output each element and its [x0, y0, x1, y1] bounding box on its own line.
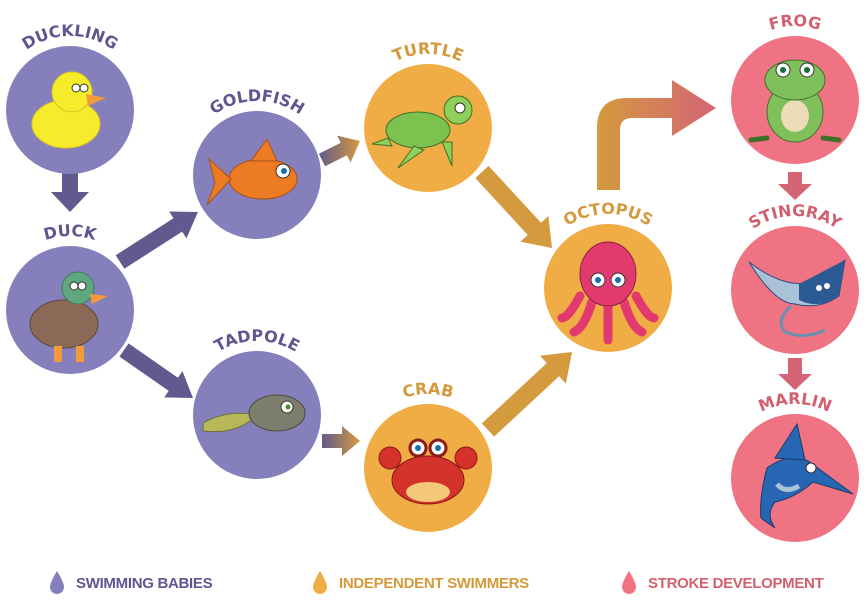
crab-icon [378, 438, 478, 505]
octopus-icon [557, 241, 659, 345]
node-stingray: STINGRAY [731, 201, 859, 354]
node-label: MARLIN [756, 389, 835, 416]
arrow-duck-to-goldfish [115, 211, 198, 269]
arrow-goldfish-to-turtle [318, 135, 360, 167]
duckling-icon [31, 71, 106, 149]
arrow-octopus-to-frog [597, 80, 716, 190]
frog-icon [748, 59, 842, 143]
node-label: FROG [767, 11, 824, 34]
arrow-duckling-to-duck [51, 172, 89, 212]
node-label: CRAB [400, 379, 455, 402]
node-marlin: MARLIN [731, 389, 859, 542]
node-duckling: DUCKLING [6, 21, 134, 174]
legend-item-stroke-development: STROKE DEVELOPMENT [620, 568, 824, 598]
node-octopus: OCTOPUS [544, 199, 672, 352]
legend-label: STROKE DEVELOPMENT [648, 574, 824, 592]
arrow-tadpole-to-crab [322, 426, 360, 456]
node-frog: FROG [731, 11, 859, 164]
goldfish-icon [206, 138, 298, 206]
legend-label: INDEPENDENT SWIMMERS [339, 574, 529, 592]
legend-label: SWIMMING BABIES [76, 574, 213, 592]
arrow-frog-to-stingray [778, 172, 812, 200]
droplet-icon [622, 571, 636, 594]
node-label: DUCK [42, 221, 100, 244]
marlin-icon [760, 422, 854, 529]
node-crab: CRAB [364, 379, 492, 532]
duck-icon [29, 271, 108, 362]
tadpole-icon [202, 394, 306, 433]
arrow-turtle-to-octopus [475, 165, 552, 248]
arrow-stingray-to-marlin [778, 358, 812, 390]
node-tadpole: TADPOLE [193, 326, 321, 479]
node-goldfish: GOLDFISH [193, 86, 321, 239]
node-turtle: TURTLE [364, 39, 492, 192]
legend-item-independent-swimmers: INDEPENDENT SWIMMERS [311, 568, 529, 598]
turtle-icon [371, 95, 473, 169]
droplet-icon [313, 571, 327, 594]
arrow-duck-to-tadpole [119, 343, 193, 398]
node-label: TURTLE [390, 39, 467, 65]
stingray-icon [748, 258, 846, 337]
legend-item-swimming-babies: SWIMMING BABIES [48, 568, 213, 598]
droplet-icon [50, 571, 64, 594]
node-duck: DUCK [6, 221, 134, 374]
arrow-crab-to-octopus [481, 352, 572, 437]
